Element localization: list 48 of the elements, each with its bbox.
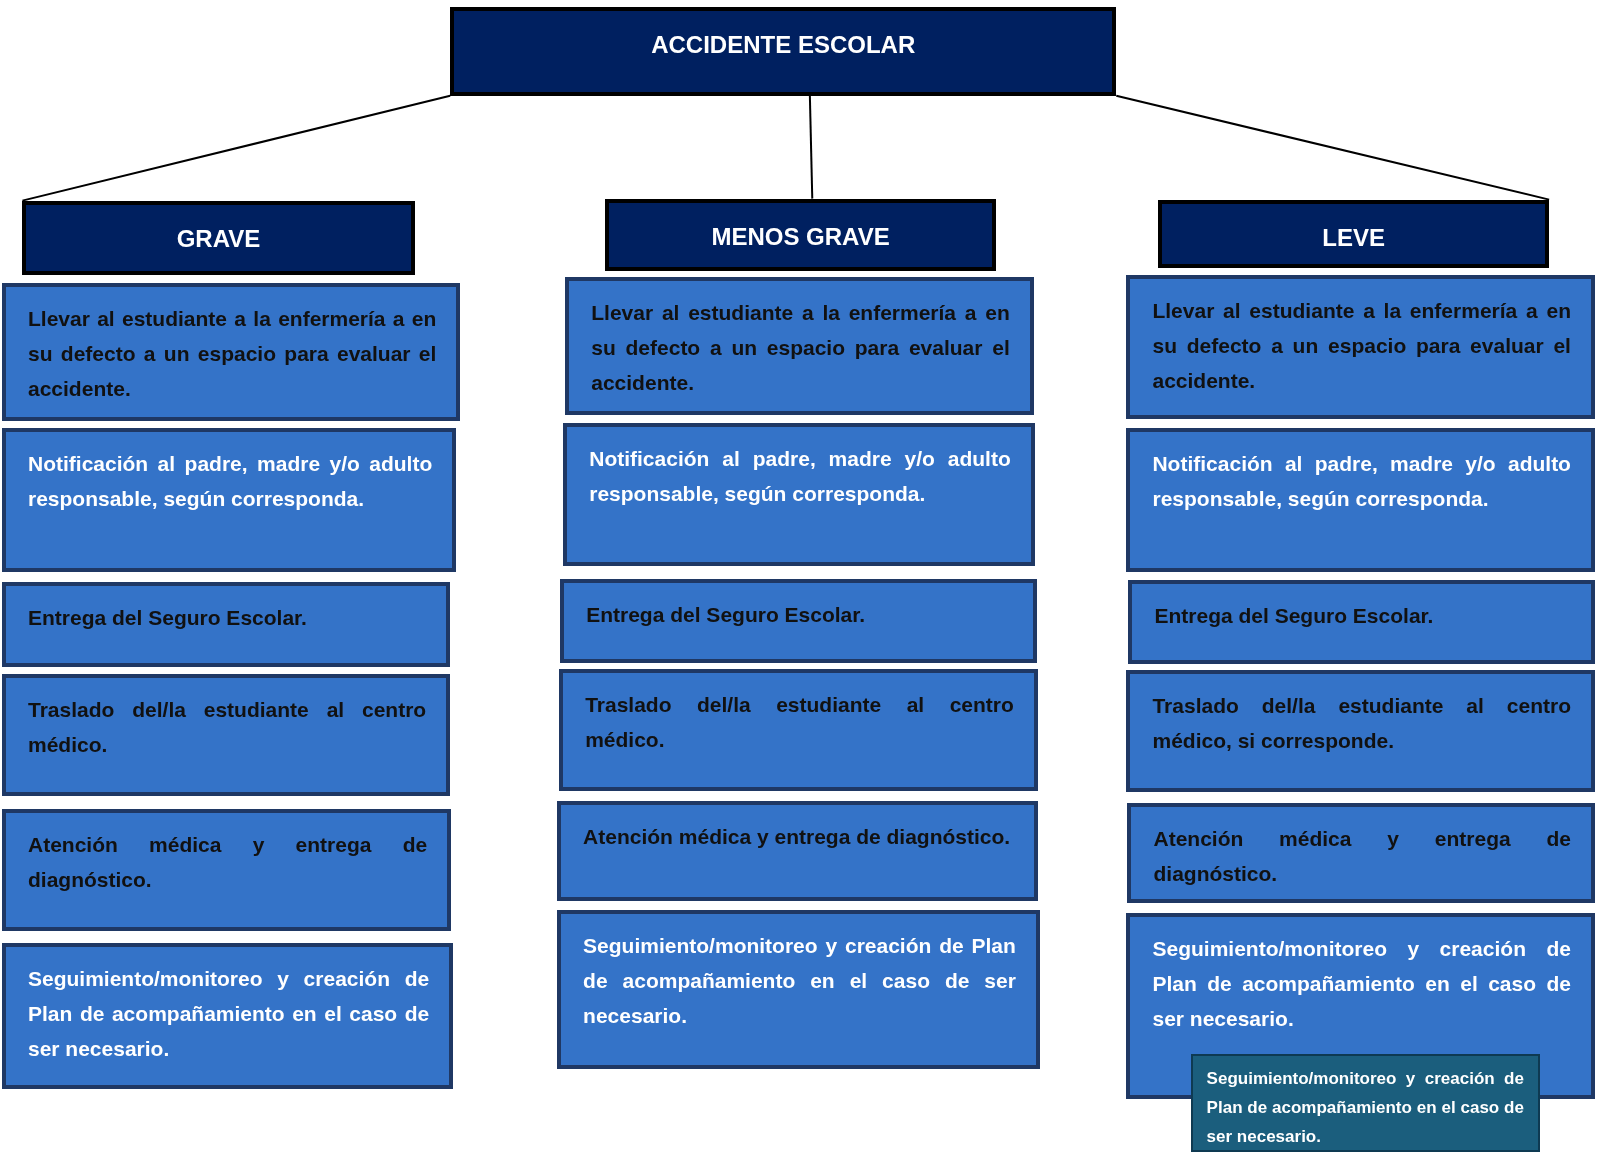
- step-box: [1126, 427, 1595, 573]
- header-text: LEVE: [1322, 223, 1385, 253]
- step-text: Notificación al padre, madre y/o adulto responsable, según corresponda.: [589, 445, 1011, 507]
- step-box: [557, 909, 1040, 1070]
- step-box: [559, 669, 1038, 792]
- step-text: Seguimiento/monitoreo y creación de Plan de acompañamiento en el caso de ser necesario.: [1206, 1068, 1524, 1149]
- step-box: [565, 277, 1034, 415]
- step-text: Notificación al padre, madre y/o adulto responsable, según corresponda.: [28, 450, 433, 512]
- step-text: Entrega del Seguro Escolar.: [1154, 602, 1435, 629]
- step-text: Entrega del Seguro Escolar.: [28, 604, 308, 631]
- step-text: Seguimiento/monitoreo y creación de Plan de acompañamiento en el caso de ser necesario.: [1152, 935, 1571, 1032]
- step-box: [2, 283, 461, 421]
- connector-line: [1115, 94, 1551, 201]
- step-box: [557, 800, 1038, 902]
- step-box: [560, 578, 1037, 664]
- step-text: Llevar al estudiante a la enfermería a en su defecto a un espacio para evaluar el accidente.: [1152, 298, 1571, 394]
- step-box: [1126, 670, 1595, 793]
- header-box: [1158, 199, 1550, 268]
- header-text: MENOS GRAVE: [711, 222, 890, 252]
- step-text: Notificación al padre, madre y/o adulto responsable, según corresponda.: [1152, 450, 1571, 512]
- step-box: [2, 427, 457, 573]
- step-box: [1127, 802, 1595, 904]
- step-text: Seguimiento/monitoreo y creación de Plan de acompañamiento en el caso de ser necesario.: [28, 966, 430, 1063]
- step-text: Traslado del/la estudiante al centro médico.: [585, 692, 1014, 754]
- step-box: [1126, 275, 1595, 419]
- step-text: Seguimiento/monitoreo y creación de Plan de acompañamiento en el caso de ser necesario.: [583, 932, 1016, 1029]
- step-box: [563, 422, 1035, 567]
- header-text: ACCIDENTE ESCOLAR: [651, 31, 916, 61]
- header-text: GRAVE: [176, 224, 261, 254]
- step-text: Atención médica y entrega de diagnóstico.: [1153, 825, 1571, 887]
- step-box: [1128, 579, 1595, 665]
- header-box: [605, 198, 997, 271]
- header-box: [22, 200, 415, 275]
- step-text: Atención médica y entrega de diagnóstico.: [28, 831, 428, 893]
- step-box: [2, 674, 451, 797]
- step-text: Entrega del Seguro Escolar.: [586, 601, 867, 628]
- header-box: [450, 7, 1117, 96]
- step-box: [2, 581, 451, 668]
- connector-line: [21, 94, 452, 202]
- step-text: Traslado del/la estudiante al centro médico.: [28, 697, 427, 759]
- step-text: Traslado del/la estudiante al centro médico, si corresponde.: [1152, 693, 1571, 755]
- step-text: Llevar al estudiante a la enfermería a en su defecto a un espacio para evaluar el accidente.: [591, 300, 1010, 396]
- step-box: [2, 943, 454, 1089]
- step-text: Atención médica y entrega de diagnóstico.: [583, 823, 1012, 850]
- step-box: [2, 808, 452, 931]
- connector-line: [808, 94, 814, 200]
- step-text: Llevar al estudiante a la enfermería a en su defecto a un espacio para evaluar el accidente.: [28, 306, 437, 403]
- note-tooltip: [1190, 1054, 1540, 1152]
